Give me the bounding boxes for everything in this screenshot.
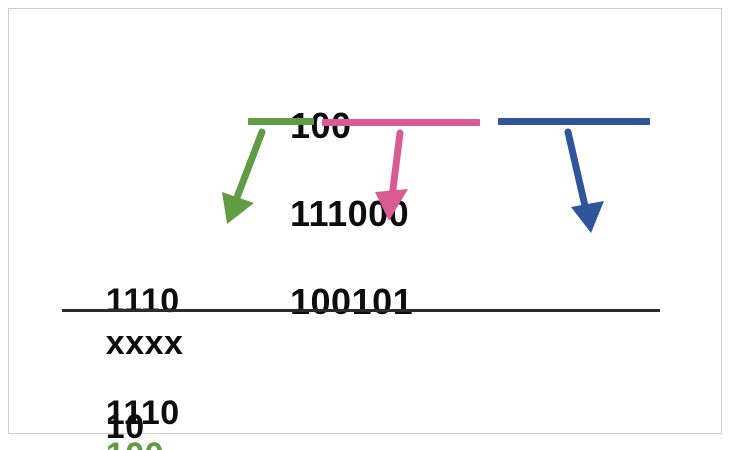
underline-bar-blue	[498, 118, 650, 125]
result-byte-1-payload: 100	[106, 436, 164, 450]
codepoint-separator-2	[290, 237, 301, 278]
template-byte-2-prefix: 10	[105, 408, 145, 446]
horizontal-divider	[62, 309, 660, 312]
result-byte-1-prefix: 1110	[105, 394, 180, 432]
byte-template-row: 1110 xxxx 10 xxxxxx 10 xxxxxx	[66, 238, 222, 450]
encoded-result-row: 1110 100 10 111000 10 100101	[66, 350, 222, 450]
underline-bar-green	[248, 118, 314, 125]
codepoint-group-2: 111000	[290, 193, 410, 234]
codepoint-group-3: 100101	[290, 281, 414, 322]
codepoint-bits-row: 100 111000 100101	[248, 60, 413, 368]
template-byte-1-prefix: 1110	[105, 282, 180, 320]
codepoint-separator-1	[290, 149, 301, 190]
template-byte-1-slots: xxxx	[105, 324, 184, 362]
underline-bar-pink	[322, 119, 480, 126]
